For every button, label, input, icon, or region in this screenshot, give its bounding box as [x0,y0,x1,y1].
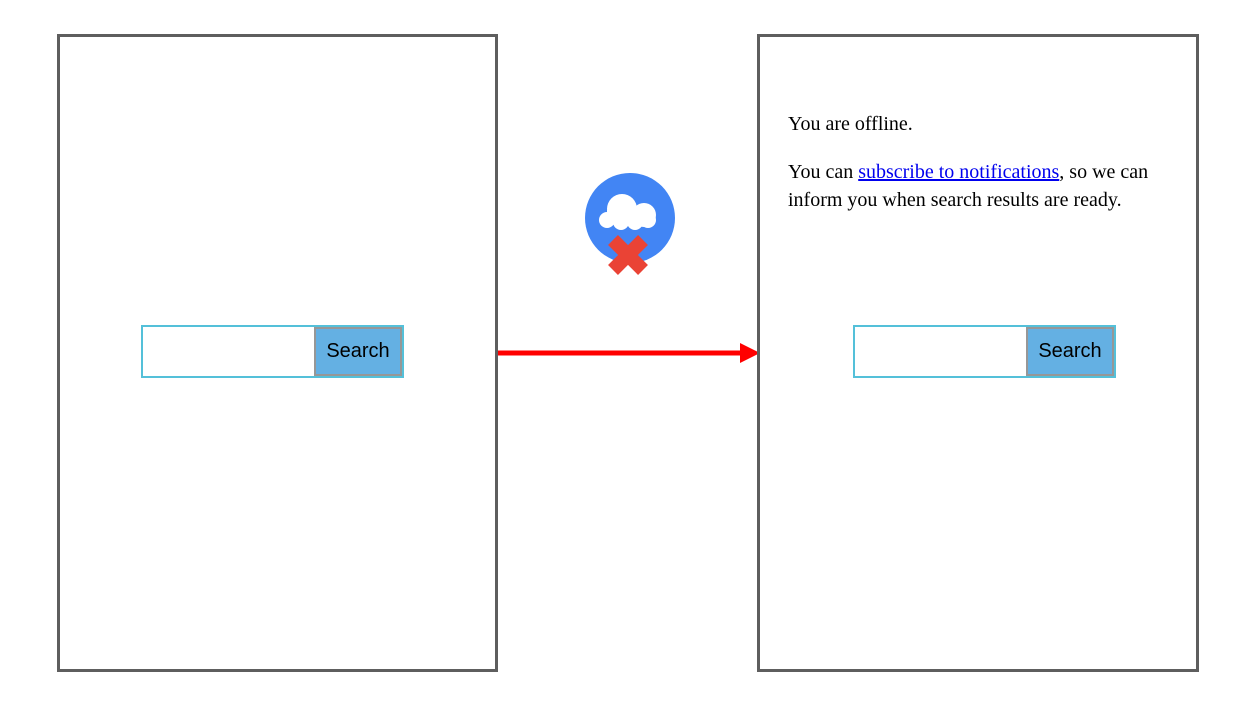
browser-frame-after: You are offline. You can subscribe to no… [757,34,1199,672]
offline-text-block: You are offline. You can subscribe to no… [788,110,1190,234]
subscribe-link[interactable]: subscribe to notifications [858,161,1060,183]
offline-status-text: You are offline. [788,113,913,135]
flow-arrow [498,343,760,363]
subscribe-suffix: , so we can inform you when search resul… [788,161,1149,211]
cloud-glyph [599,194,656,230]
search-button[interactable]: Search [1026,327,1114,376]
search-input[interactable] [855,327,1026,376]
subscribe-text: You can subscribe to notifications, so w… [788,158,1190,214]
search-input[interactable] [143,327,314,376]
search-form: Search [853,325,1116,378]
subscribe-prefix: You can [788,161,859,183]
arrow-head [740,343,760,363]
search-button[interactable]: Search [314,327,402,376]
offline-cross-icon [608,235,648,275]
cloud-offline-icon [585,173,675,275]
browser-frame-before: Search [57,34,498,672]
search-form: Search [141,325,404,378]
